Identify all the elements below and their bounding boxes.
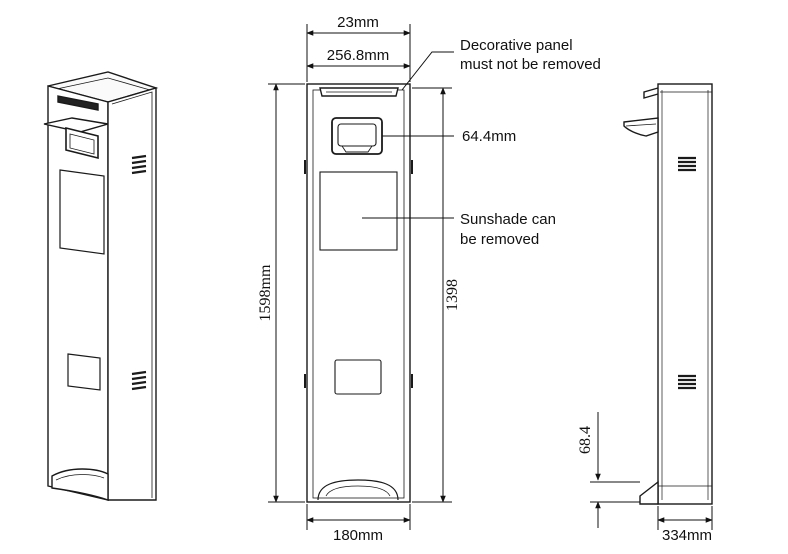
note-decorative-panel-1: Decorative panel [460, 37, 573, 54]
note-sunshade-2: be removed [460, 231, 539, 248]
note-sunshade-1: Sunshade can [460, 211, 556, 228]
perspective-view [43, 71, 159, 501]
dim-height-inner: 1398 [444, 279, 461, 311]
side-view [623, 83, 713, 505]
dim-side-depth: 334mm [662, 527, 712, 544]
dim-width-bottom: 180mm [333, 527, 383, 544]
dim-top-outer: 23mm [337, 14, 379, 31]
dim-base-height: 68.4 [577, 426, 594, 454]
dim-height-total: 1598mm [257, 264, 274, 321]
dim-top-inner: 256.8mm [327, 47, 390, 64]
note-decorative-panel-2: must not be removed [460, 56, 601, 73]
dimension-lines [268, 24, 713, 530]
front-view [304, 83, 413, 503]
dim-scanner-offset: 64.4mm [462, 128, 516, 145]
